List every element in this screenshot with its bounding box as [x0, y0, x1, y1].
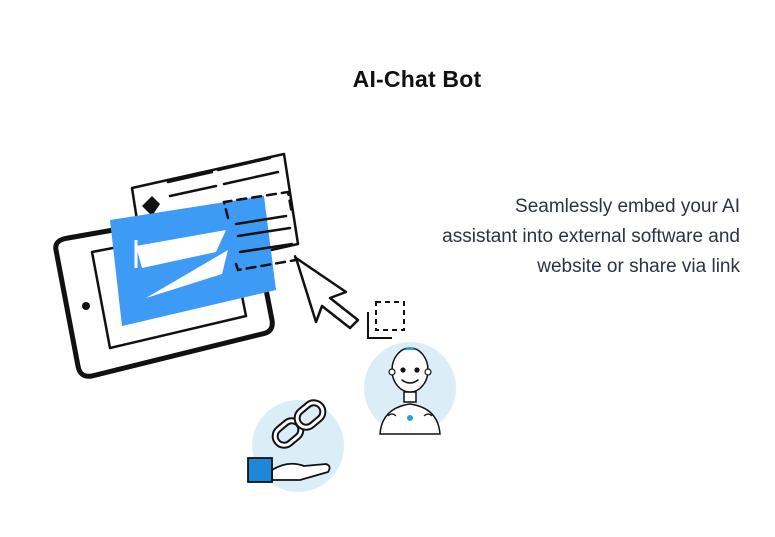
cursor-pointer-icon [294, 256, 360, 330]
embed-illustration [53, 152, 456, 492]
selection-box-icon [222, 190, 298, 272]
feature-description: Seamlessly embed your AI assistant into … [442, 196, 740, 277]
hand-icon [247, 457, 331, 483]
feature-title: AI-Chat Bot [352, 66, 482, 92]
small-selection-icon [367, 301, 405, 339]
browser-window-icon [110, 152, 300, 326]
robot-avatar-icon [364, 342, 456, 435]
